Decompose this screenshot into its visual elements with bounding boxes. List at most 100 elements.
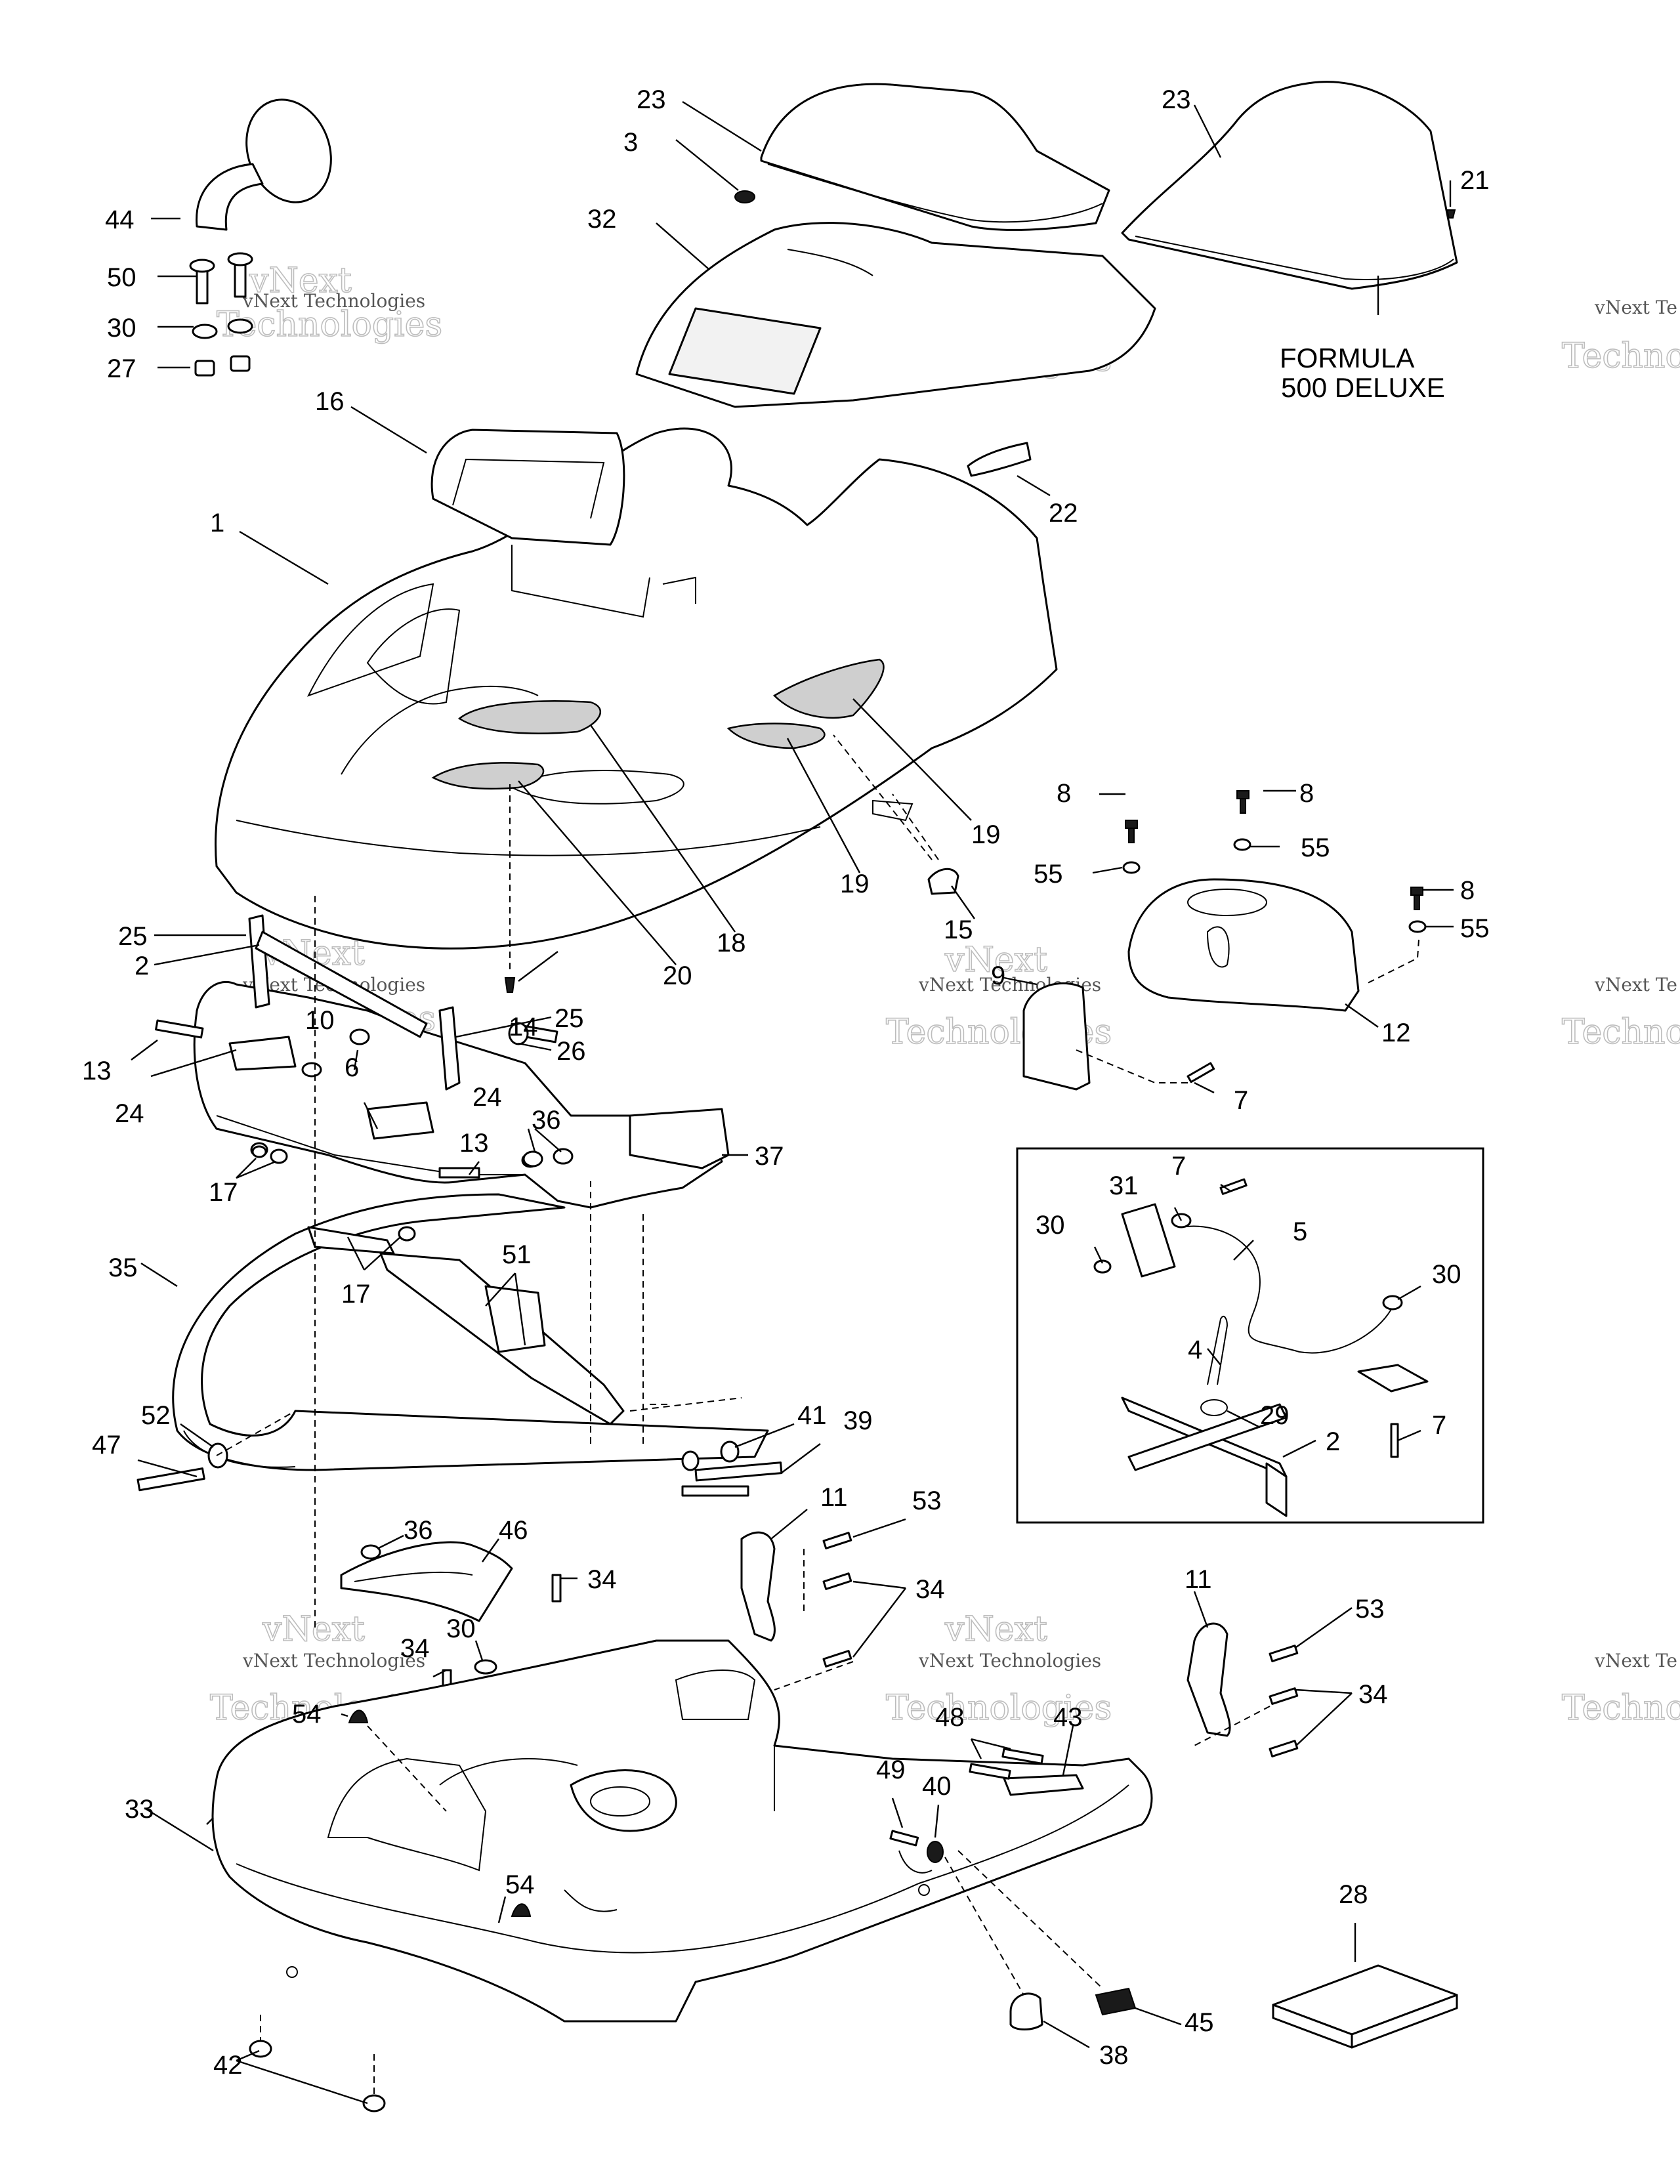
callout-30: 30: [1036, 1211, 1065, 1240]
callout-50: 50: [107, 263, 136, 292]
watermark-brand: vNext: [944, 1610, 1047, 1649]
screw-21: [1446, 209, 1456, 219]
mirror-hardware: [189, 252, 253, 377]
callout-47: 47: [92, 1431, 121, 1460]
callout-23: 23: [637, 85, 666, 114]
callout-40: 40: [922, 1772, 952, 1801]
detail-inset: [1016, 1147, 1484, 1524]
callout-34: 34: [915, 1575, 945, 1604]
seat-cushion-right: [1121, 81, 1458, 290]
rivets: [442, 1532, 1299, 1757]
callout-55: 55: [1034, 860, 1063, 889]
callout-18: 18: [717, 929, 746, 957]
callout-11: 11: [820, 1483, 848, 1512]
callout-38: 38: [1099, 2041, 1129, 2070]
grommet-38: [1009, 1992, 1043, 2030]
callout-12: 12: [1381, 1018, 1411, 1047]
model-note-line1: FORMULA: [1280, 343, 1414, 373]
shield-fasteners: [1122, 790, 1427, 933]
callout-42: 42: [213, 2051, 243, 2080]
callout-45: 45: [1185, 2008, 1214, 2037]
watermark-edge: Technologies: [1562, 1013, 1680, 1052]
callout-36: 36: [404, 1516, 433, 1545]
callout-55: 55: [1301, 833, 1330, 862]
bracket-11-right: [1186, 1622, 1231, 1737]
callout-30: 30: [446, 1614, 476, 1643]
watermark-edge: vNext Te: [1594, 974, 1677, 996]
key-22: [967, 442, 1032, 477]
callout-36: 36: [532, 1106, 561, 1135]
callout-25: 25: [555, 1004, 584, 1033]
callout-32: 32: [587, 205, 617, 234]
callout-43: 43: [1053, 1703, 1083, 1732]
washer-30: [474, 1659, 497, 1675]
callout-10: 10: [305, 1006, 335, 1035]
bracket-fasteners: [155, 1019, 572, 1242]
mirror-part: [196, 98, 332, 231]
callout-23: 23: [1162, 85, 1191, 114]
callout-2: 2: [135, 952, 149, 980]
washer-36: [553, 1148, 574, 1165]
bracket-11-left: [740, 1531, 776, 1642]
callout-3: 3: [623, 128, 638, 157]
model-note-line2: 500 DELUXE: [1281, 372, 1445, 403]
callout-28: 28: [1339, 1880, 1368, 1909]
callout-labels: 44 50 30 27 23 3 32 23 21 FORMULA 500 DE…: [82, 85, 1490, 2080]
watermark-edge: vNext Te: [1594, 1650, 1677, 1671]
screw-14: [504, 977, 516, 993]
callout-6: 6: [345, 1053, 359, 1082]
callout-17: 17: [209, 1178, 238, 1207]
decal-45: [1095, 1987, 1137, 2016]
callout-49: 49: [876, 1755, 906, 1784]
callout-8: 8: [1460, 876, 1475, 905]
washer-40: [927, 1841, 944, 1863]
callout-46: 46: [499, 1516, 528, 1545]
callout-4: 4: [1188, 1335, 1202, 1364]
callout-5: 5: [1293, 1217, 1307, 1246]
callout-9: 9: [991, 961, 1005, 990]
callout-8: 8: [1299, 779, 1314, 808]
callout-34: 34: [1358, 1680, 1388, 1709]
callout-24: 24: [472, 1083, 502, 1112]
watermark-small: vNext Technologies: [242, 1650, 425, 1671]
callout-16: 16: [315, 387, 345, 416]
callout-7: 7: [1171, 1152, 1186, 1181]
watermark-brand: Technologies: [886, 1689, 1112, 1728]
callout-11: 11: [1185, 1565, 1212, 1594]
callout-52: 52: [141, 1401, 171, 1430]
callout-19: 19: [840, 870, 870, 898]
callout-33: 33: [125, 1795, 154, 1824]
reinforcement-51: [307, 1226, 625, 1425]
callout-39: 39: [843, 1406, 873, 1435]
nut-42: [249, 2040, 272, 2058]
callout-54: 54: [292, 1700, 322, 1729]
mount-bar-43: [969, 1748, 1084, 1796]
callout-24: 24: [115, 1099, 144, 1128]
watermark-brand: vNext: [262, 1610, 365, 1649]
callout-7: 7: [1234, 1086, 1248, 1115]
clip-54: [348, 1710, 369, 1723]
watermark-edge: vNext Te: [1594, 297, 1677, 318]
callout-31: 31: [1109, 1171, 1139, 1200]
callout-26: 26: [556, 1037, 586, 1066]
callout-30: 30: [107, 314, 136, 343]
callout-21: 21: [1460, 166, 1490, 195]
manual-28: [1272, 1964, 1458, 2049]
watermark-brand: Technologies: [217, 305, 442, 345]
callout-14: 14: [509, 1013, 538, 1041]
callout-17: 17: [341, 1280, 371, 1309]
watermark-small: vNext Technologies: [242, 290, 425, 312]
callout-2: 2: [1326, 1427, 1340, 1456]
front-bracket-assembly: [193, 914, 730, 1209]
callout-53: 53: [912, 1486, 942, 1515]
callout-54: 54: [505, 1870, 535, 1899]
callout-22: 22: [1049, 499, 1078, 528]
watermark-edge: Technologies: [1562, 337, 1680, 376]
watermark-brand: vNext: [944, 940, 1047, 980]
callout-30: 30: [1432, 1260, 1461, 1289]
callout-15: 15: [944, 915, 973, 944]
clip-15: [927, 868, 959, 895]
bolt-49: [889, 1830, 919, 1847]
nut-42: [362, 2094, 386, 2112]
